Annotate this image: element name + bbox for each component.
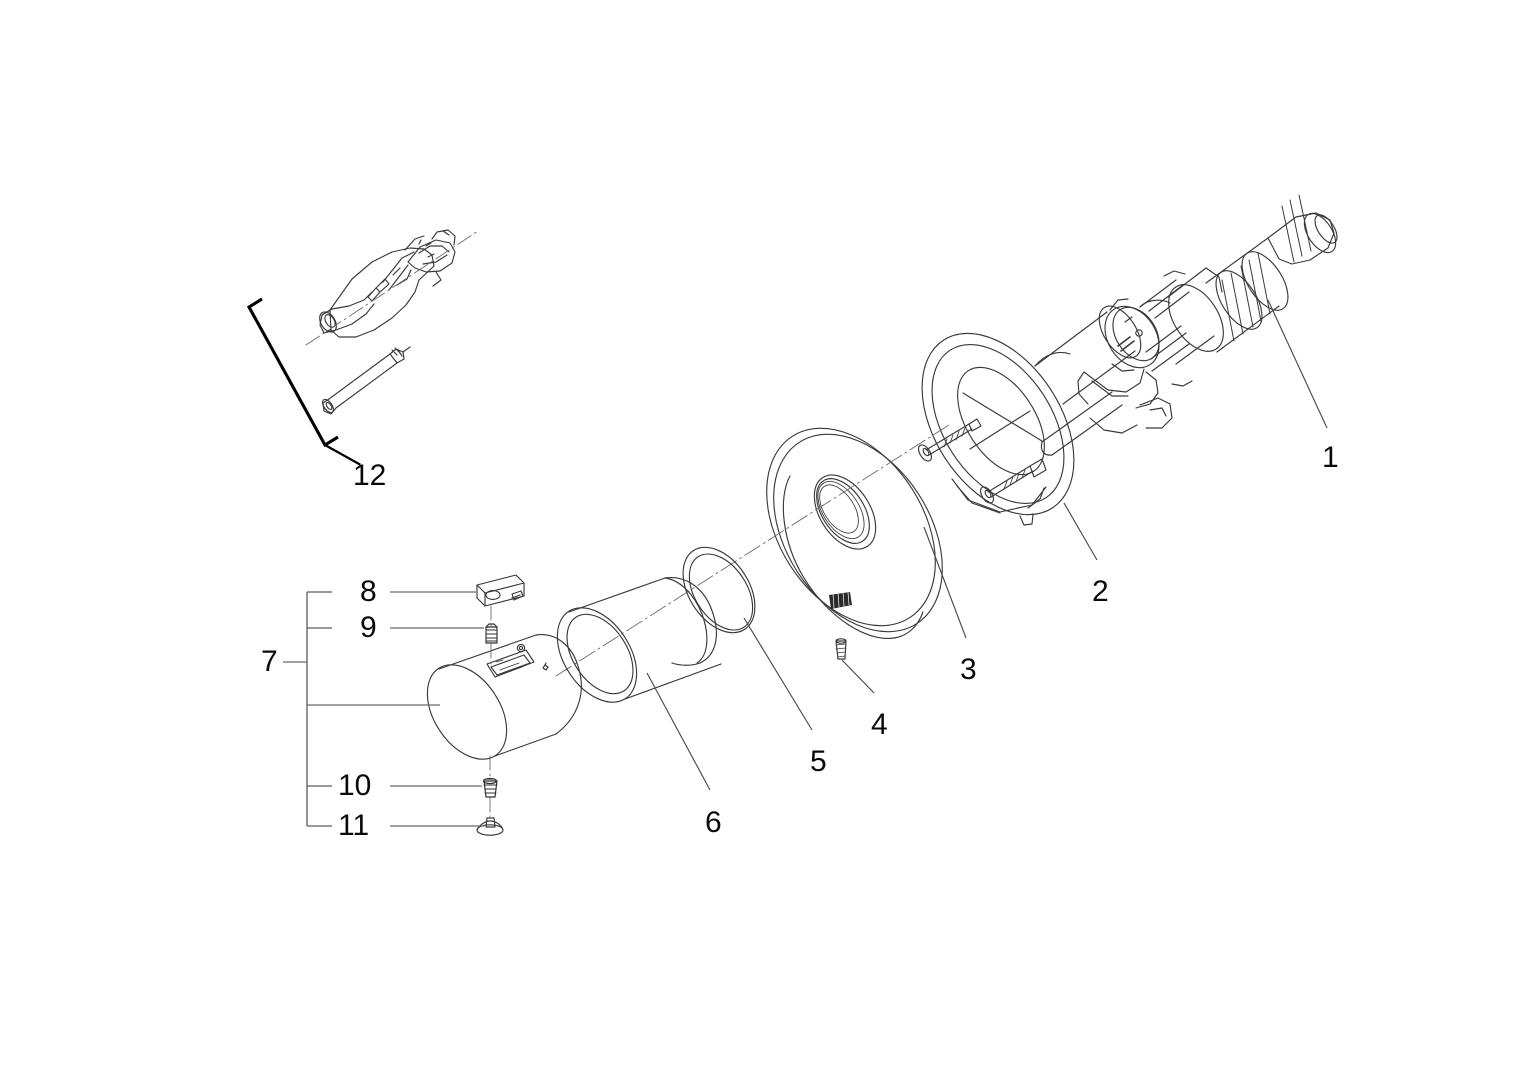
part-upper-grub-screw [485, 623, 498, 644]
leader-3 [923, 526, 967, 639]
leader-6 [646, 672, 711, 791]
callout-5: 5 [810, 745, 827, 778]
group-bracket-12 [246, 297, 361, 466]
callout-3: 3 [960, 653, 977, 686]
callout-10: 10 [338, 769, 372, 802]
callout-8: 8 [360, 575, 377, 608]
callout-9: 9 [360, 611, 377, 644]
part-thermostatic-cartridge [1104, 194, 1338, 387]
leader-1 [1267, 299, 1328, 429]
leader-2 [1063, 502, 1098, 561]
part-lower-grub-screw [482, 777, 498, 798]
callout-11: 11 [338, 809, 370, 842]
part-extension-rod [321, 346, 411, 415]
leader-5 [743, 617, 813, 731]
part-mounting-bracket [917, 305, 1173, 526]
centerline-handle-stack [489, 605, 492, 819]
bracket-screw-lower [979, 458, 1047, 504]
part-handle-body [426, 634, 582, 760]
part-handle-sleeve [556, 577, 722, 703]
part-o-ring [682, 546, 756, 634]
bracket-screw-upper [917, 418, 982, 462]
callout-12: 12 [353, 459, 387, 492]
leader-4 [841, 659, 875, 694]
part-cover-cap [476, 817, 504, 836]
callout-7: 7 [261, 645, 278, 678]
callout-6: 6 [705, 806, 722, 839]
part-index-clip [476, 574, 525, 607]
centerline-extension-cartridge [305, 230, 479, 346]
group-bracket-7 [306, 591, 332, 827]
part-extension-cartridge [319, 229, 456, 338]
part-escutcheon-plate [766, 427, 943, 639]
label-rules [283, 591, 484, 827]
callout-4: 4 [871, 708, 888, 741]
callout-1: 1 [1322, 441, 1339, 474]
callout-2: 2 [1092, 575, 1109, 608]
part-set-screw [835, 638, 847, 660]
brand-logo-plate-hatch [832, 591, 850, 609]
leader-lines [646, 299, 1328, 791]
brand-logo-plate [829, 592, 852, 609]
